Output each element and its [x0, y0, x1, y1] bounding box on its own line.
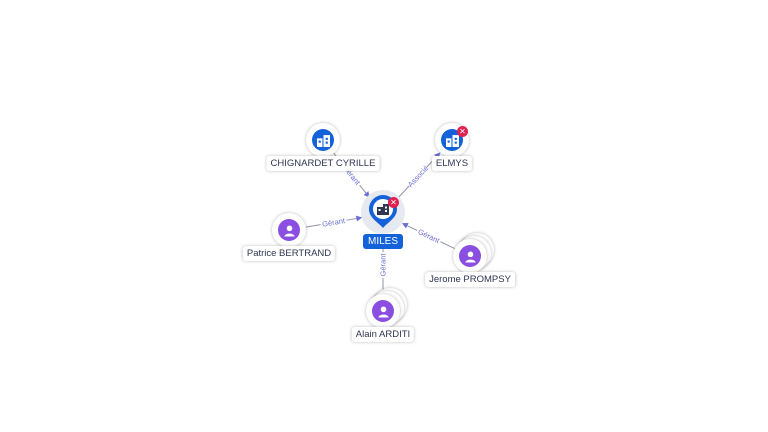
center-marker	[361, 190, 405, 234]
closed-badge: ✕	[457, 126, 468, 137]
edge-label-bg	[319, 215, 348, 230]
node-label: CHIGNARDET CYRILLE	[266, 156, 380, 171]
edge-label-bg	[405, 163, 431, 190]
person-icon	[459, 245, 481, 267]
node-label: Jerome PROMPSY	[425, 272, 515, 287]
node-label: Alain ARDITI	[351, 327, 415, 342]
edge-label: Gérant	[321, 216, 346, 229]
node-label: Patrice BERTRAND	[242, 246, 336, 261]
node-label: ELMYS	[431, 156, 473, 171]
building-icon	[312, 129, 334, 151]
person-icon	[372, 300, 394, 322]
edge-label: Gérant	[379, 253, 388, 277]
edge-label-bg	[414, 225, 443, 247]
edge-label-bg	[378, 252, 388, 278]
person-icon	[278, 219, 300, 241]
edge-label: Gérant	[416, 227, 441, 245]
building-icon	[377, 204, 389, 215]
edge-label: Associé	[406, 164, 430, 189]
closed-badge: ✕	[388, 197, 399, 208]
center-node-label: MILES	[362, 234, 404, 249]
